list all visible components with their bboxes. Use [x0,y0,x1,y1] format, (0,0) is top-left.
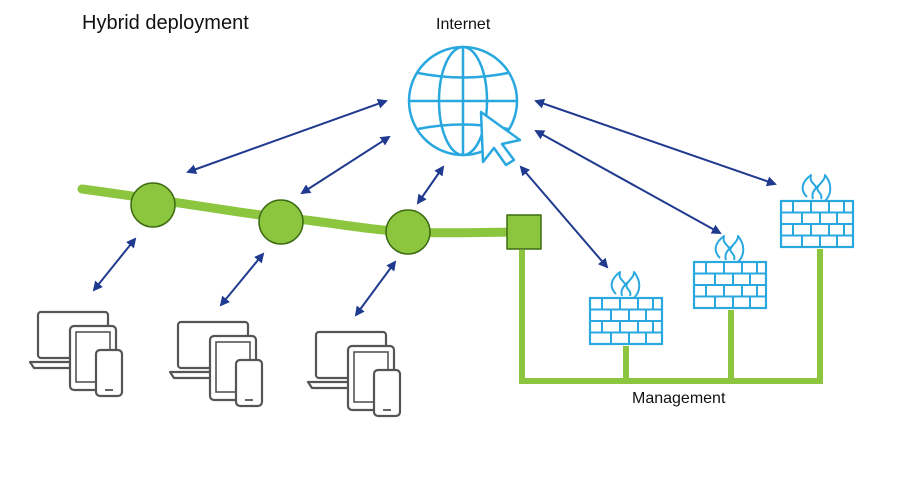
firewall-icon [779,173,855,249]
laptop-tablet-phone-icon [28,310,124,398]
network-node-icon [130,182,176,228]
device-links [92,237,397,317]
management-network [519,249,823,384]
network-node-icon [385,209,431,255]
network-node-icon [258,199,304,245]
management-label: Management [632,390,726,407]
laptop-tablet-phone-icon [168,320,264,408]
internet-links [186,98,777,269]
internet-label: Internet [436,16,491,33]
firewall-icon [692,234,768,310]
gateway-square-icon [506,214,542,250]
globe-cursor-icon [407,45,522,167]
laptop-tablet-phone-icon [306,330,402,418]
network-backbone [77,184,527,238]
firewall-icon [588,270,664,346]
diagram-title: Hybrid deployment [82,12,249,34]
